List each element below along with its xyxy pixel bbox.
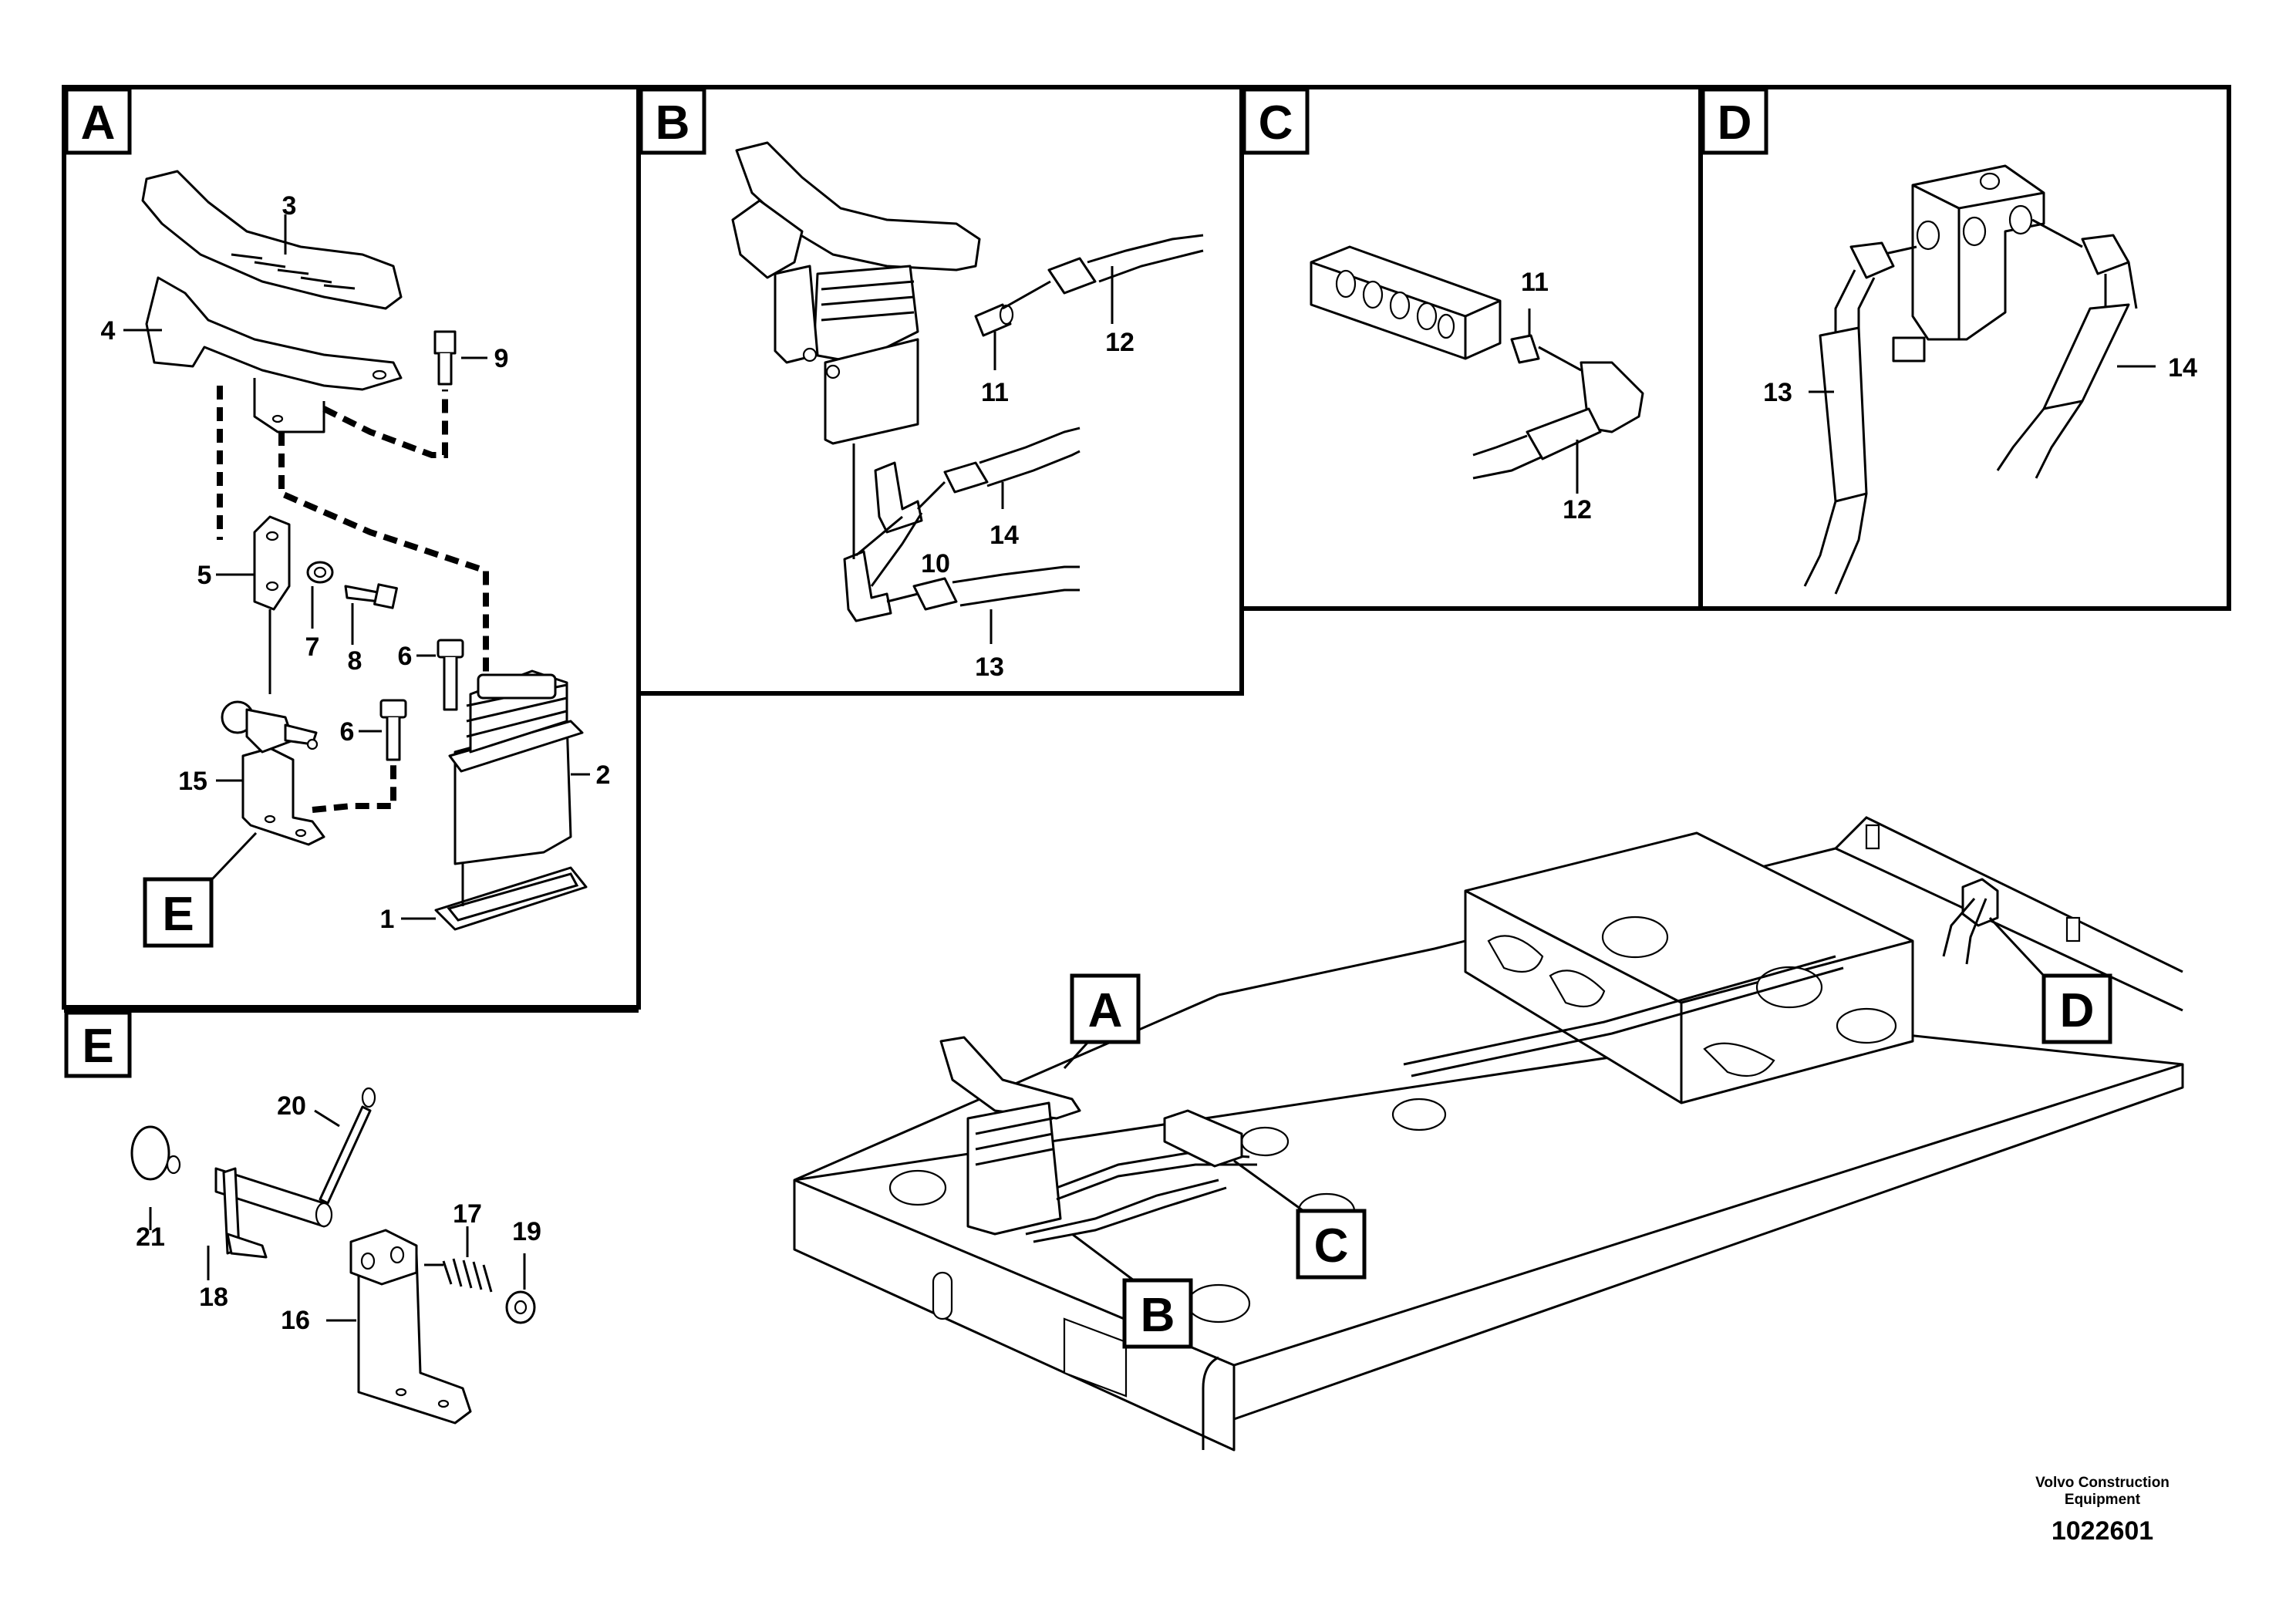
callout-c-11: 11 <box>1521 268 1549 297</box>
svg-text:B: B <box>1141 1289 1175 1342</box>
detail-ref-e: E <box>143 831 258 948</box>
callout-b-10: 10 <box>921 549 950 578</box>
callout-b-13: 13 <box>975 653 1004 682</box>
panel-label-c: C <box>1242 87 1310 155</box>
panel-a-callouts: 3 4 9 5 7 8 6 6 15 2 1 <box>101 191 611 934</box>
callout-a-5: 5 <box>197 561 212 590</box>
panel-b-callouts: 11 12 14 10 13 <box>921 328 1135 682</box>
pedal-part <box>141 170 403 310</box>
detail-ref-a: A <box>1063 973 1141 1070</box>
fitting-11-c <box>1510 334 1540 364</box>
svg-text:C: C <box>1314 1219 1349 1273</box>
panel-label-a: A <box>64 87 132 155</box>
callout-a-3: 3 <box>282 191 297 221</box>
callout-e-16: 16 <box>281 1306 310 1335</box>
callout-b-11: 11 <box>981 378 1009 407</box>
drawing-number: 1022601 <box>2052 1516 2153 1546</box>
callout-c-12: 12 <box>1563 495 1592 524</box>
detail-ref-b: B <box>1071 1233 1193 1349</box>
footer: Volvo Construction Equipment 1022601 <box>2035 1475 2170 1546</box>
callout-a-1: 1 <box>380 905 395 934</box>
callout-e-18: 18 <box>199 1283 228 1312</box>
callout-e-19: 19 <box>512 1217 541 1246</box>
valve-block-d <box>1911 164 2045 341</box>
panel-d-drawing <box>1803 164 2156 595</box>
hose-13-fitting <box>912 577 958 611</box>
hose-12-fitting <box>1047 257 1097 295</box>
svg-text:B: B <box>656 96 690 150</box>
callout-e-20: 20 <box>277 1091 306 1121</box>
svg-text:E: E <box>82 1020 113 1073</box>
screw-9 <box>433 330 457 355</box>
callout-e-21: 21 <box>136 1222 165 1252</box>
panel-a-drawing: E <box>123 170 590 948</box>
panel-frames <box>62 85 2231 1013</box>
pin-20 <box>319 1105 372 1205</box>
callout-a-7: 7 <box>305 632 320 662</box>
svg-text:A: A <box>1088 984 1123 1037</box>
detail-ref-d: D <box>1988 916 2112 1044</box>
svg-text:D: D <box>1718 96 1752 150</box>
svg-text:E: E <box>162 888 194 941</box>
bolt-6-upper <box>437 639 464 659</box>
knob-21 <box>130 1125 170 1181</box>
plate-5 <box>253 515 291 611</box>
callout-e-17: 17 <box>453 1199 482 1229</box>
panel-e-drawing <box>130 1087 536 1425</box>
callout-a-8: 8 <box>348 646 362 676</box>
callout-a-6-upper: 6 <box>398 642 413 671</box>
bolt-6-lower <box>379 699 407 719</box>
svg-text:D: D <box>2060 984 2095 1037</box>
callout-d-13: 13 <box>1763 378 1792 407</box>
pedal-bracket <box>145 276 403 391</box>
panel-c-drawing <box>1310 245 1644 494</box>
control-valve-2 <box>448 669 584 865</box>
panel-label-b: B <box>639 87 706 155</box>
panel-b-drawing <box>731 141 1204 644</box>
svg-text:A: A <box>81 96 116 150</box>
callout-b-14: 14 <box>990 521 1019 550</box>
callout-b-12: 12 <box>1105 328 1135 357</box>
detail-ref-c: C <box>1233 1159 1367 1280</box>
company-name-line1: Volvo Construction <box>2035 1475 2170 1491</box>
callout-d-14: 14 <box>2168 353 2197 383</box>
callout-a-2: 2 <box>596 760 611 790</box>
svg-text:C: C <box>1259 96 1293 150</box>
panel-d-callouts: 13 14 <box>1763 353 2197 407</box>
panel-c-callouts: 11 12 <box>1521 268 1592 524</box>
callout-a-9: 9 <box>494 344 509 373</box>
panel-label-d: D <box>1701 87 1768 155</box>
panel-label-e: E <box>64 1010 132 1078</box>
hose-14-fitting <box>943 461 989 494</box>
company-name-line2: Equipment <box>2065 1492 2141 1508</box>
gasket-1 <box>434 866 588 931</box>
callout-a-4: 4 <box>101 316 116 346</box>
spring-17 <box>424 1258 493 1293</box>
machine-frame-overview <box>793 816 2184 1452</box>
bracket-15 <box>221 700 325 846</box>
callout-a-6-lower: 6 <box>340 717 355 747</box>
callout-a-15: 15 <box>178 767 207 796</box>
panel-e-callouts: 20 21 18 16 17 19 <box>136 1091 541 1335</box>
